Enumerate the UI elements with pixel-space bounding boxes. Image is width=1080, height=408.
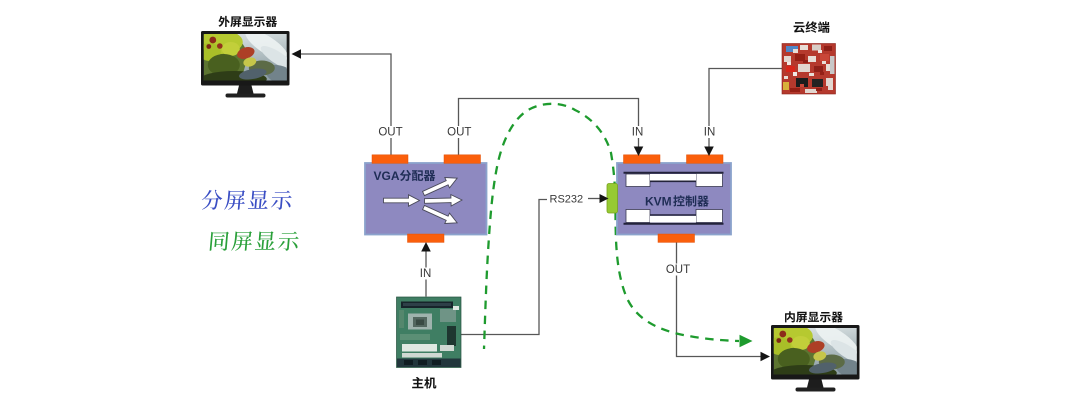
svg-text:IN: IN (420, 268, 432, 280)
svg-text:RS232: RS232 (550, 194, 584, 206)
svg-text:OUT: OUT (666, 264, 690, 276)
svg-text:OUT: OUT (378, 127, 402, 139)
svg-text:IN: IN (632, 127, 644, 139)
svg-text:IN: IN (704, 127, 716, 139)
svg-text:KVM: KVM (645, 195, 672, 209)
svg-text:OUT: OUT (447, 127, 471, 139)
svg-text:VGA: VGA (374, 169, 400, 183)
